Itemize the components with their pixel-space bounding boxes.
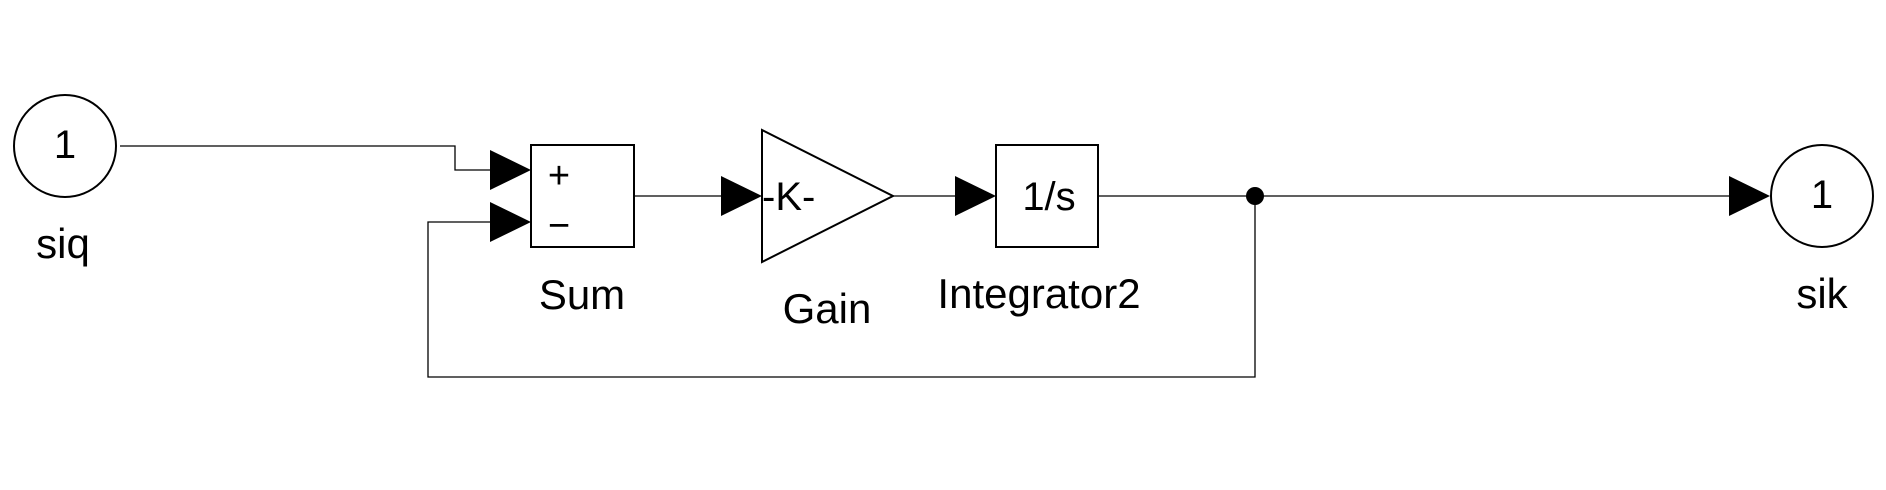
integrator-block[interactable]: 1/s [995, 144, 1099, 248]
inport-block[interactable]: 1 [13, 94, 117, 198]
integrator-expression: 1/s [1022, 175, 1075, 219]
integrator-label: Integrator2 [937, 270, 1140, 317]
outport-number: 1 [1811, 173, 1833, 217]
sum-plus-sign: + [548, 155, 570, 197]
sum-label: Sum [539, 271, 625, 318]
arrowhead-sum-plus [490, 150, 531, 190]
feedback-line[interactable] [427, 196, 1256, 378]
branch-point [1246, 187, 1264, 205]
inport-number: 1 [54, 123, 76, 167]
sum-minus-sign: − [548, 205, 570, 247]
arrowhead-gain [721, 176, 762, 216]
arrowhead-outport [1729, 176, 1770, 216]
arrowhead-integrator [955, 176, 996, 216]
inport-label: siq [36, 220, 90, 267]
gain-value: -K- [762, 175, 815, 219]
gain-label: Gain [783, 285, 872, 332]
gain-block[interactable]: -K- [761, 128, 896, 264]
sum-block[interactable]: + − [530, 144, 635, 248]
outport-label: sik [1796, 270, 1848, 317]
signal-line-inport-to-sum[interactable] [120, 145, 495, 171]
arrowhead-sum-minus [490, 202, 531, 242]
outport-block[interactable]: 1 [1770, 144, 1874, 248]
